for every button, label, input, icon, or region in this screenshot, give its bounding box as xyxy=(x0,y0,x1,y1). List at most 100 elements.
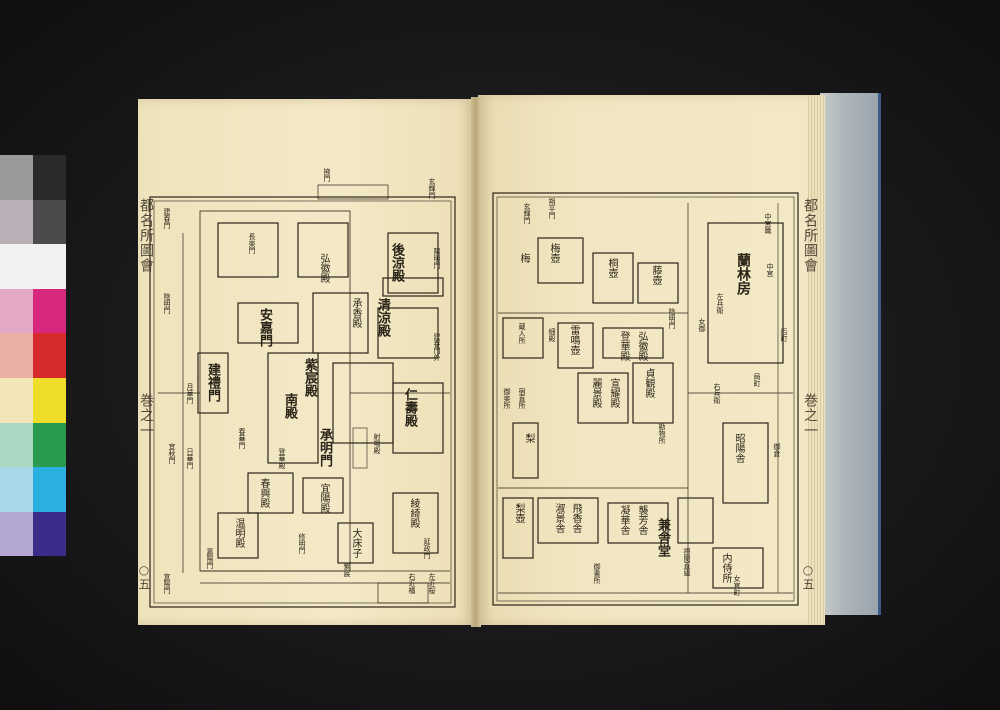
label-kokyoden: 弘徽殿 xyxy=(636,331,647,361)
checker-swatch xyxy=(0,199,33,245)
label-fujitsubo: 藤壺 xyxy=(650,265,661,285)
checker-swatch xyxy=(0,467,33,512)
label-giyoden: 宜陽殿 xyxy=(318,483,329,513)
checker-swatch xyxy=(33,288,66,334)
checker-swatch xyxy=(0,333,33,378)
label-sakon: 左近桜 xyxy=(428,573,436,594)
label-ranrinbo: 蘭林房 xyxy=(735,253,751,295)
checker-swatch xyxy=(0,288,33,334)
checker-row xyxy=(0,511,66,557)
label-jijuden: 仁壽殿 xyxy=(402,388,417,427)
label-saimon: 朔平門 xyxy=(548,198,556,219)
label-tamon: 玄輝門 xyxy=(523,203,531,224)
checker-swatch xyxy=(0,422,33,468)
label-tokaden: 登華殿 xyxy=(618,331,629,361)
label-tokaiden: 登華殿 xyxy=(278,448,286,469)
checker-swatch xyxy=(33,155,66,200)
label-kaneshodo: 兼舎堂 xyxy=(655,518,670,557)
label-senyoden: 宣陽門 xyxy=(163,573,171,594)
label-kouryoden: 後涼殿 xyxy=(389,243,404,282)
label-reikeiden: 麗景殿 xyxy=(590,378,601,408)
label-gishuden: 宜秋門 xyxy=(168,443,176,464)
label-ankamon: 安嘉門 xyxy=(257,308,272,347)
label-gyokasha: 凝華舎 xyxy=(618,505,629,535)
page-stack-edge xyxy=(803,95,825,625)
label-shuho: 襲芳舎 xyxy=(636,505,647,535)
checker-row xyxy=(0,288,66,334)
label-sekkan: 摂関直廬 xyxy=(683,548,691,576)
right-margin-volume: 巻之一 xyxy=(802,393,818,438)
left-margin-folio: ○五 xyxy=(137,563,151,591)
label-chugu: 中宮 xyxy=(766,263,774,277)
checker-swatch xyxy=(33,244,66,289)
label-mikura: 御倉 xyxy=(773,443,781,457)
label-kakki: 掖門 xyxy=(323,168,331,182)
label-kaminari: 雷鳴壺 xyxy=(568,325,579,355)
label-kokiden: 弘徽殿 xyxy=(318,253,329,283)
checker-swatch xyxy=(0,244,33,289)
book-gutter xyxy=(471,97,481,627)
left-margin-title: 都名所圖會 xyxy=(138,198,154,273)
label-tsubone: 局町 xyxy=(753,373,761,387)
label-ume: 梅 xyxy=(518,253,529,263)
label-gaku: 御楽所 xyxy=(503,388,511,409)
left-margin-volume: 巻之一 xyxy=(138,393,154,438)
label-nyogo: 女御 xyxy=(698,318,706,332)
label-nashi: 梨 xyxy=(523,433,534,443)
label-ikkan: 射場殿 xyxy=(373,433,381,454)
label-enkimon: 延政門 xyxy=(423,538,431,559)
checker-swatch xyxy=(0,377,33,423)
label-saiku: 細殿 xyxy=(548,328,556,342)
checker-swatch xyxy=(0,155,33,200)
label-nashitsubo: 梨壺 xyxy=(513,503,524,523)
checker-row xyxy=(0,199,66,245)
checker-row xyxy=(0,422,66,468)
label-goshin: 御書所 xyxy=(593,563,601,584)
book-back-cover xyxy=(820,93,881,615)
label-gekkamon: 月華門 xyxy=(186,383,194,404)
right-palace-plan xyxy=(492,192,799,606)
label-yuhomon: 陰明門 xyxy=(163,293,171,314)
label-yakumon: 陽明門 xyxy=(433,248,441,269)
label-kyoshomon: 嘉陽門 xyxy=(206,548,214,569)
left-plan-frame xyxy=(149,196,456,608)
right-margin-title: 都名所圖會 xyxy=(802,198,818,273)
color-checker-card xyxy=(0,155,66,557)
label-nikkamon: 日華門 xyxy=(186,448,194,469)
label-kanmon: 建春門外 xyxy=(433,333,441,361)
label-shuseiden: 修明門 xyxy=(298,533,306,554)
checker-swatch xyxy=(33,199,66,245)
checker-swatch xyxy=(33,377,66,423)
left-page xyxy=(138,99,473,625)
label-kaigaku: 春華門 xyxy=(238,428,246,449)
label-kansho: 勘物所 xyxy=(658,423,666,444)
left-palace-plan xyxy=(149,184,456,608)
checker-row xyxy=(0,155,66,200)
label-kenshunmon: 建春門 xyxy=(163,208,171,229)
label-kishomon: 玄輝門 xyxy=(428,178,436,199)
label-ryokiden: 綾綺殿 xyxy=(408,498,419,528)
label-onmon: 陰明門 xyxy=(668,308,676,329)
label-shomeimon: 承明門 xyxy=(317,428,332,467)
checker-row xyxy=(0,467,66,512)
label-higyosha: 飛香舎 xyxy=(570,503,581,533)
label-nanden: 南殿 xyxy=(282,393,297,419)
label-shigeisha: 淑景舎 xyxy=(553,503,564,533)
label-yado: 宿直所 xyxy=(518,388,526,409)
label-kurodo: 蔵人所 xyxy=(518,323,526,344)
label-shunkyoden: 春興殿 xyxy=(258,478,269,508)
label-kiritsubo: 桐壺 xyxy=(606,258,617,278)
label-yamato: 内侍所 xyxy=(720,553,731,583)
label-kenreimon: 建禮門 xyxy=(205,363,220,402)
label-sakyo: 左兵衛 xyxy=(716,293,724,314)
checker-row xyxy=(0,333,66,378)
right-plan-frame xyxy=(492,192,799,606)
label-umetsubo: 梅壺 xyxy=(548,243,559,263)
right-margin-folio: ○五 xyxy=(801,563,815,591)
label-kougo: 后町 xyxy=(780,328,788,342)
label-choraku: 長楽門 xyxy=(248,233,256,254)
label-ukon: 右近橘 xyxy=(408,573,416,594)
checker-swatch xyxy=(0,511,33,557)
label-daijo: 大床子 xyxy=(350,528,361,558)
label-senyoden-r: 宣耀殿 xyxy=(608,378,619,408)
